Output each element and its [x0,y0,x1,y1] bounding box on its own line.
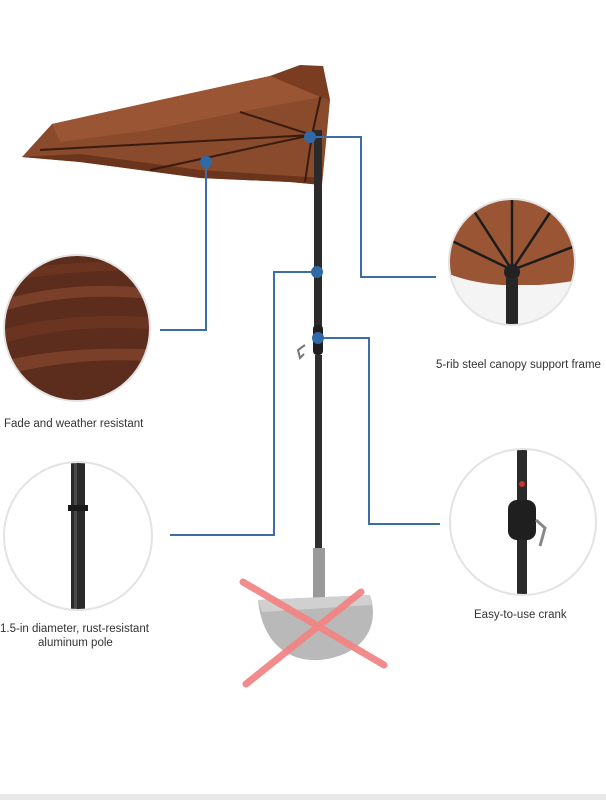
caption-crank: Easy-to-use crank [474,609,567,621]
callout-dots [200,131,324,344]
callout-dot-crank [312,332,324,344]
bottom-bar [0,794,606,800]
crossed-out-mark [239,578,388,688]
callout-line-crank [318,337,440,525]
callout-line-ribs [310,136,436,278]
detail-fabric-circle [3,254,151,402]
detail-ribs-circle [448,198,576,326]
callout-dot-pole [311,266,323,278]
caption-pole-line2: aluminum pole [38,637,113,649]
detail-pole-circle [3,461,153,611]
callout-dot-ribs [304,131,316,143]
caption-pole-line1: 1.5-in diameter, rust-resistant [0,623,149,635]
callout-line-fabric [160,163,207,331]
callout-line-pole [170,271,317,536]
caption-fabric: Fade and weather resistant [4,418,144,430]
callout-lines [160,136,440,536]
caption-ribs: 5-rib steel canopy support frame [436,359,601,371]
umbrella-pole [296,130,325,608]
umbrella-canopy [22,65,330,185]
detail-crank-circle [449,448,597,596]
callout-dot-fabric [200,156,212,168]
